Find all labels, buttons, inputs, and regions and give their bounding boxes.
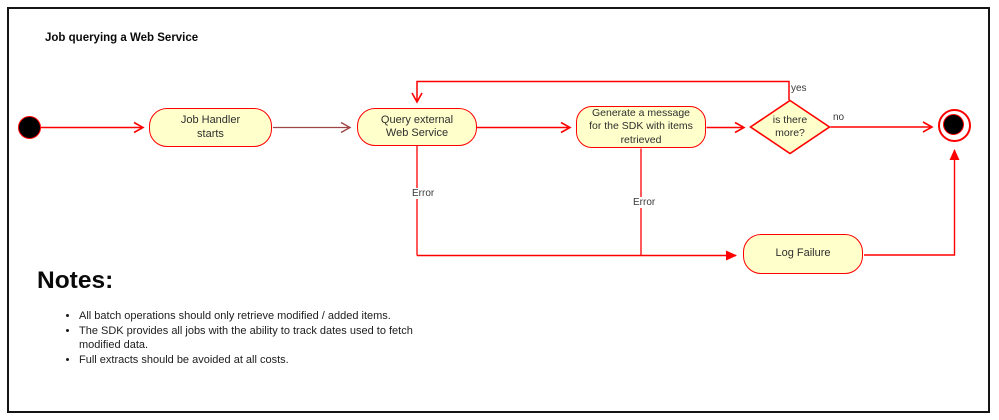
notes-item: The SDK provides all jobs with the abili… bbox=[79, 324, 441, 353]
node-label: Log Failure bbox=[775, 247, 831, 260]
node-label: Query external Web Service bbox=[380, 113, 454, 140]
notes-heading: Notes: bbox=[37, 267, 114, 294]
edge-label-error-query: Error bbox=[411, 188, 436, 199]
diagram-title: Job querying a Web Service bbox=[45, 32, 199, 44]
node-label: Job Handler starts bbox=[180, 114, 241, 140]
node-label: Generate a message for the SDK with item… bbox=[589, 107, 693, 146]
edge-label-yes: yes bbox=[790, 83, 808, 94]
edge-log-failure-to-end bbox=[864, 149, 960, 256]
final-node-inner-disc bbox=[943, 114, 965, 136]
notes-item: Full extracts should be avoided at all c… bbox=[79, 353, 441, 368]
activity-node-job-handler: Job Handler starts bbox=[149, 108, 272, 147]
edge-label-no: no bbox=[832, 112, 846, 123]
decision-node-label: is there more? bbox=[772, 114, 808, 139]
edge-label-error-generate: Error bbox=[632, 197, 657, 208]
edge-decision-yes-loop bbox=[411, 80, 790, 104]
notes-list: All batch operations should only retriev… bbox=[60, 309, 441, 367]
activity-node-query-web-service: Query external Web Service bbox=[357, 108, 477, 146]
notes-item: All batch operations should only retriev… bbox=[79, 309, 441, 324]
final-node bbox=[938, 109, 971, 142]
activity-node-generate-message: Generate a message for the SDK with item… bbox=[576, 106, 706, 148]
activity-node-log-failure: Log Failure bbox=[743, 234, 863, 274]
initial-node bbox=[18, 116, 41, 139]
decision-diamond bbox=[749, 99, 831, 155]
